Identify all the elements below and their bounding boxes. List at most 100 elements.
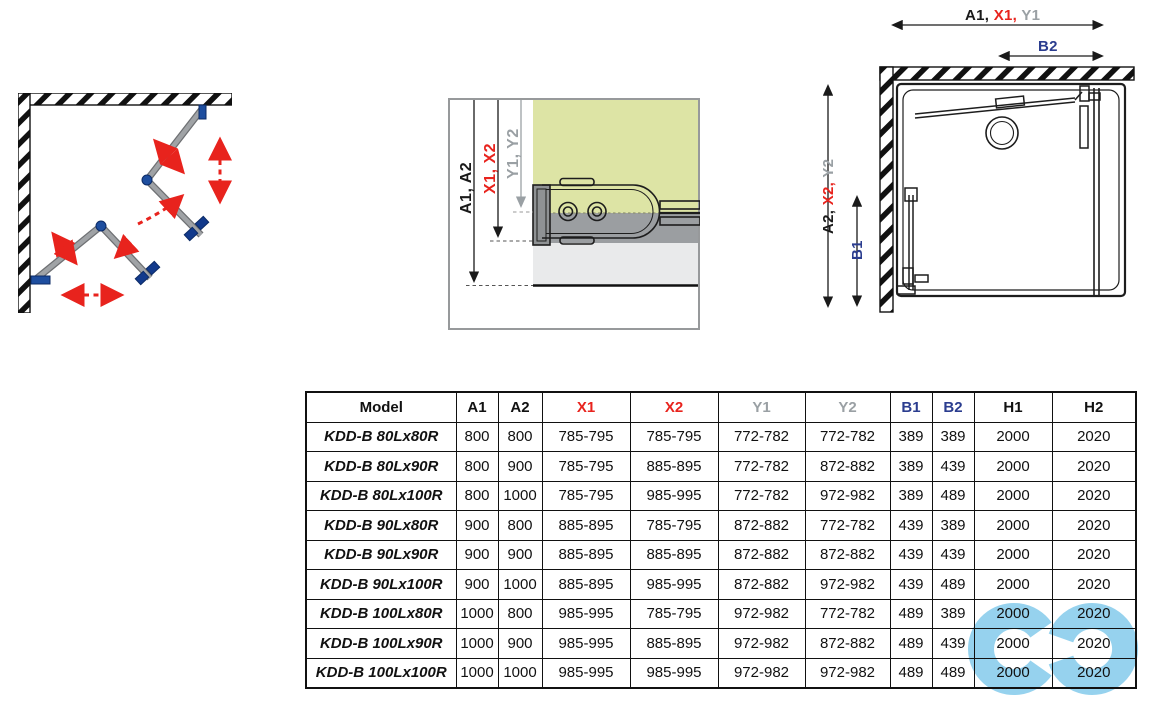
screw xyxy=(558,201,578,222)
value-cell: 489 xyxy=(931,569,975,600)
wall-profile-detail-diagram: A1, A2 X1, X2 Y1, Y2 xyxy=(448,98,700,330)
value-cell: 772-782 xyxy=(717,451,806,482)
wall-profile-bracket xyxy=(532,177,700,246)
col-header-b2: B2 xyxy=(931,391,975,423)
col-header-x2: X2 xyxy=(629,391,719,423)
value-cell: 1000 xyxy=(497,569,543,600)
model-cell: KDD-B 100Lx90R xyxy=(305,628,457,659)
value-cell: 2020 xyxy=(1051,598,1137,629)
value-cell: 872-882 xyxy=(804,628,891,659)
value-cell: 885-895 xyxy=(629,628,719,659)
dimension-arrows xyxy=(466,100,533,286)
hinge-dot xyxy=(95,220,107,232)
col-header-a2: A2 xyxy=(497,391,543,423)
model-cell: KDD-B 90Lx100R xyxy=(305,569,457,600)
col-header-h2: H2 xyxy=(1051,391,1137,423)
hinge-dot xyxy=(141,174,153,186)
value-cell: 772-782 xyxy=(717,480,806,511)
value-cell: 885-895 xyxy=(541,510,631,541)
door-handle xyxy=(183,215,210,242)
value-cell: 872-882 xyxy=(717,569,806,600)
model-cell: KDD-B 90Lx80R xyxy=(305,510,457,541)
dimensions-table: Model A1 A2 X1 X2 Y1 Y2 B1 B2 H1 H2 KDD-… xyxy=(305,391,1137,689)
value-cell: 872-882 xyxy=(804,451,891,482)
value-cell: 800 xyxy=(497,510,543,541)
value-cell: 2000 xyxy=(973,480,1053,511)
value-cell: 985-995 xyxy=(629,480,719,511)
value-cell: 439 xyxy=(889,569,933,600)
bifold-door-left xyxy=(30,220,161,286)
value-cell: 2000 xyxy=(973,657,1053,689)
value-cell: 389 xyxy=(889,421,933,452)
col-header-y2: Y2 xyxy=(804,391,891,423)
left-door xyxy=(896,187,929,295)
value-cell: 900 xyxy=(455,510,499,541)
wall-bracket xyxy=(198,104,207,120)
value-cell: 2020 xyxy=(1051,569,1137,600)
value-cell: 389 xyxy=(889,480,933,511)
wall-hatching xyxy=(18,93,232,313)
model-cell: KDD-B 80Lx90R xyxy=(305,451,457,482)
value-cell: 772-782 xyxy=(804,598,891,629)
value-cell: 2000 xyxy=(973,510,1053,541)
col-header-b1: B1 xyxy=(889,391,933,423)
door-handle xyxy=(994,95,1026,109)
col-header-a1: A1 xyxy=(455,391,499,423)
value-cell: 872-882 xyxy=(804,539,891,570)
col-header-h1: H1 xyxy=(973,391,1053,423)
value-cell: 439 xyxy=(889,539,933,570)
value-cell: 900 xyxy=(455,569,499,600)
value-cell: 972-982 xyxy=(717,657,806,689)
value-cell: 1000 xyxy=(455,598,499,629)
value-cell: 1000 xyxy=(455,657,499,689)
value-cell: 785-795 xyxy=(629,598,719,629)
col-header-y1: Y1 xyxy=(717,391,806,423)
door-handle xyxy=(134,260,161,286)
value-cell: 2020 xyxy=(1051,480,1137,511)
value-cell: 972-982 xyxy=(804,569,891,600)
value-cell: 885-895 xyxy=(541,569,631,600)
corner-entry-diagram xyxy=(18,93,232,313)
value-cell: 439 xyxy=(931,451,975,482)
dim-label-y: Y1, Y2 xyxy=(505,128,522,179)
value-cell: 2020 xyxy=(1051,539,1137,570)
value-cell: 2000 xyxy=(973,628,1053,659)
value-cell: 800 xyxy=(497,421,543,452)
value-cell: 772-782 xyxy=(717,421,806,452)
value-cell: 972-982 xyxy=(717,598,806,629)
dim-label-x: X1, X2 xyxy=(482,143,499,194)
value-cell: 972-982 xyxy=(717,628,806,659)
value-cell: 389 xyxy=(889,451,933,482)
value-cell: 800 xyxy=(455,421,499,452)
value-cell: 489 xyxy=(931,657,975,689)
col-header-x1: X1 xyxy=(541,391,631,423)
value-cell: 972-982 xyxy=(804,657,891,689)
plan-view-diagram: A1, X1, Y1 B2 xyxy=(820,7,1135,313)
value-cell: 2020 xyxy=(1051,657,1137,689)
value-cell: 985-995 xyxy=(629,657,719,689)
value-cell: 985-995 xyxy=(629,569,719,600)
value-cell: 985-995 xyxy=(541,628,631,659)
model-cell: KDD-B 80Lx100R xyxy=(305,480,457,511)
value-cell: 2020 xyxy=(1051,510,1137,541)
dim-label-a: A1, A2 xyxy=(458,162,475,214)
value-cell: 439 xyxy=(931,539,975,570)
value-cell: 2000 xyxy=(973,421,1053,452)
value-cell: 772-782 xyxy=(804,421,891,452)
swing-arrows xyxy=(51,136,232,307)
value-cell: 2000 xyxy=(973,598,1053,629)
value-cell: 785-795 xyxy=(629,421,719,452)
screw xyxy=(587,201,607,222)
value-cell: 1000 xyxy=(497,480,543,511)
value-cell: 389 xyxy=(931,421,975,452)
top-door xyxy=(914,85,1101,149)
model-cell: KDD-B 90Lx90R xyxy=(305,539,457,570)
dim-label-width: A1, X1, Y1 xyxy=(965,7,1040,24)
value-cell: 2000 xyxy=(973,451,1053,482)
value-cell: 800 xyxy=(455,480,499,511)
wall-bracket xyxy=(30,275,51,285)
